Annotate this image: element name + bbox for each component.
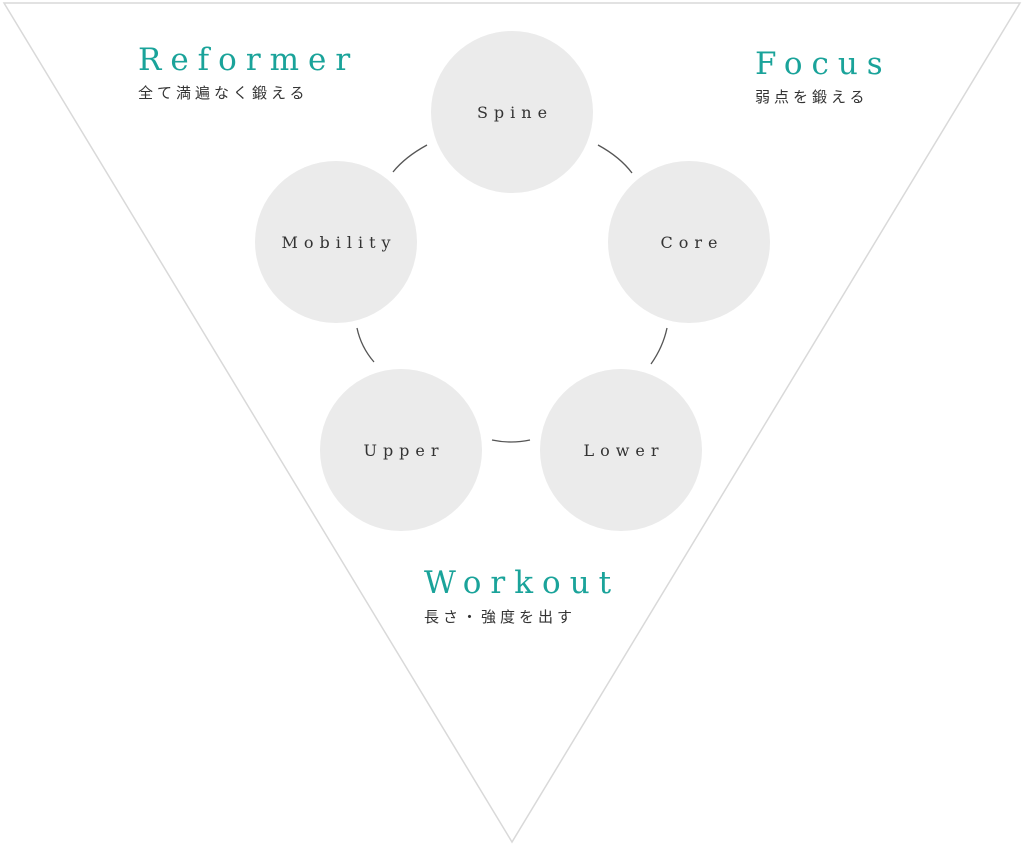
connector-mobility-spine	[392, 144, 428, 173]
reformer-title: Reformer	[138, 42, 360, 78]
focus-title: Focus	[755, 46, 892, 82]
cycle-connectors	[356, 144, 668, 443]
connector-lower-upper	[491, 439, 531, 443]
node-upper-label: Upper	[363, 440, 445, 460]
node-lower-label: Lower	[583, 440, 665, 460]
node-core-label: Core	[660, 232, 724, 252]
connector-upper-mobility	[356, 327, 375, 363]
reformer-subtitle: 全て満遍なく鍛える	[138, 84, 309, 102]
connector-spine-core	[597, 144, 633, 174]
node-upper: Upper	[320, 369, 482, 531]
focus-subtitle: 弱点を鍛える	[755, 88, 869, 106]
node-mobility: Mobility	[255, 161, 417, 323]
node-lower: Lower	[540, 369, 702, 531]
connector-core-lower	[650, 327, 668, 365]
node-spine: Spine	[431, 31, 593, 193]
workout-subtitle: 長さ・強度を出す	[424, 608, 577, 626]
node-mobility-label: Mobility	[281, 232, 397, 252]
node-spine-label: Spine	[476, 102, 554, 122]
node-core: Core	[608, 161, 770, 323]
workout-title: Workout	[424, 565, 621, 601]
